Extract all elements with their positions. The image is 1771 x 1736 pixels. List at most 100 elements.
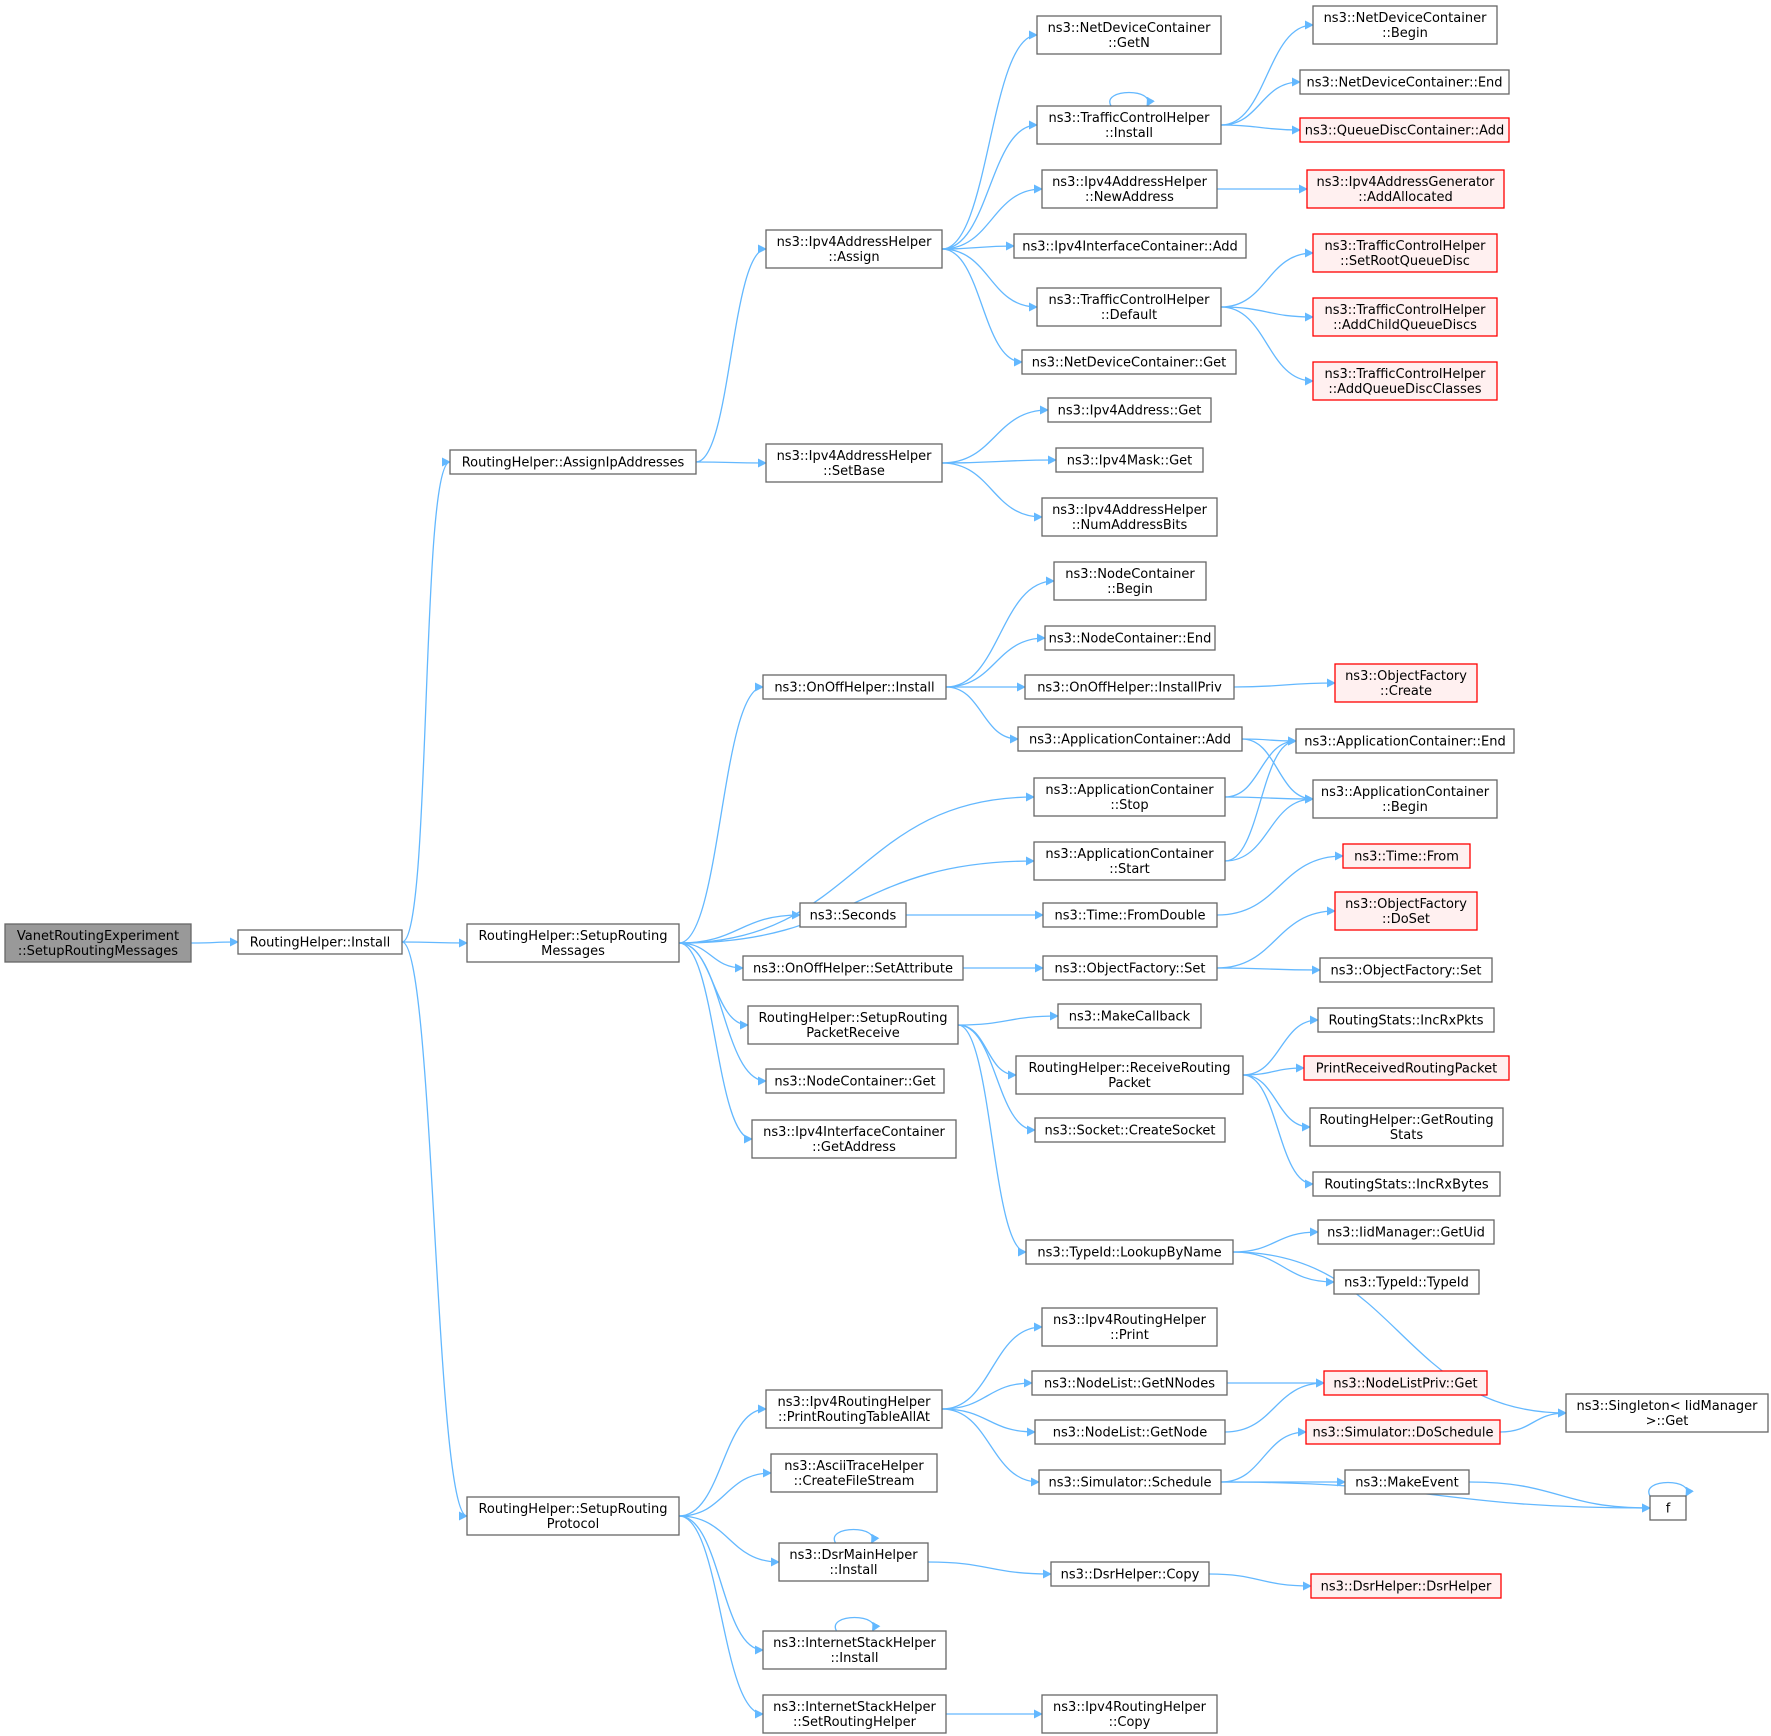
function-node-socket-create[interactable]: ns3::Socket::CreateSocket xyxy=(1034,1117,1226,1143)
call-edge-line xyxy=(695,244,767,463)
function-node-ipv4rh-copy[interactable]: ns3::Ipv4RoutingHelper::Copy xyxy=(1041,1694,1218,1734)
node-label: VanetRoutingExperiment xyxy=(17,929,179,944)
function-node-printrecv[interactable]: PrintReceivedRoutingPacket xyxy=(1303,1055,1510,1081)
function-node-iidm-getuid[interactable]: ns3::IidManager::GetUid xyxy=(1317,1219,1495,1245)
call-edge xyxy=(1233,678,1336,688)
function-node-dsrmain-install[interactable]: ns3::DsrMainHelper::Install xyxy=(778,1542,929,1582)
call-edge xyxy=(941,241,1015,251)
function-node-f[interactable]: f xyxy=(1649,1495,1687,1521)
call-edge-line xyxy=(1224,794,1314,862)
function-node-ipv4ah-numbits[interactable]: ns3::Ipv4AddressHelper::NumAddressBits xyxy=(1041,497,1218,537)
function-node-ac-stop[interactable]: ns3::ApplicationContainer::Stop xyxy=(1033,777,1226,817)
call-edge xyxy=(957,1024,1017,1080)
function-node-setupmsg[interactable]: RoutingHelper::SetupRoutingMessages xyxy=(466,923,680,963)
function-node-onoff-install[interactable]: ns3::OnOffHelper::Install xyxy=(762,674,947,700)
function-node-ndc-end[interactable]: ns3::NetDeviceContainer::End xyxy=(1299,69,1510,95)
function-node-sim-schedule[interactable]: ns3::Simulator::Schedule xyxy=(1038,1469,1222,1495)
function-node-rs-incrxbytes[interactable]: RoutingStats::IncRxBytes xyxy=(1312,1171,1501,1197)
function-node-ipv4mask-get[interactable]: ns3::Ipv4Mask::Get xyxy=(1055,447,1204,473)
node-box xyxy=(1033,841,1226,881)
function-node-ndc-getn[interactable]: ns3::NetDeviceContainer::GetN xyxy=(1036,15,1222,55)
function-node-makeevent[interactable]: ns3::MakeEvent xyxy=(1344,1469,1470,1495)
call-edge-line xyxy=(1220,124,1301,135)
function-node-onoff-setattr[interactable]: ns3::OnOffHelper::SetAttribute xyxy=(742,955,964,981)
function-node-of-doset[interactable]: ns3::ObjectFactory::DoSet xyxy=(1334,891,1478,931)
node-label: ns3::QueueDiscContainer::Add xyxy=(1305,124,1505,139)
function-node-nlp-get[interactable]: ns3::NodeListPriv::Get xyxy=(1323,1370,1488,1396)
node-label: PacketReceive xyxy=(806,1026,899,1041)
function-node-root[interactable]: VanetRoutingExperiment::SetupRoutingMess… xyxy=(4,923,192,963)
function-node-ascii-create[interactable]: ns3::AsciiTraceHelper::CreateFileStream xyxy=(770,1453,938,1493)
function-node-tch-addclasses[interactable]: ns3::TrafficControlHelper::AddQueueDiscC… xyxy=(1312,361,1498,401)
function-node-ipv4rh-print[interactable]: ns3::Ipv4RoutingHelper::Print xyxy=(1041,1307,1218,1347)
function-node-nl-getnode[interactable]: ns3::NodeList::GetNode xyxy=(1034,1419,1226,1445)
function-node-sim-doschedule[interactable]: ns3::Simulator::DoSchedule xyxy=(1305,1419,1501,1445)
call-edge-line xyxy=(1241,738,1314,804)
function-node-ipv4ic-getaddr[interactable]: ns3::Ipv4InterfaceContainer::GetAddress xyxy=(751,1119,957,1159)
function-node-of-set2[interactable]: ns3::ObjectFactory::Set xyxy=(1319,957,1493,983)
function-node-nl-getnnodes[interactable]: ns3::NodeList::GetNNodes xyxy=(1031,1370,1228,1396)
function-node-tch-install[interactable]: ns3::TrafficControlHelper::Install xyxy=(1036,105,1222,145)
function-node-of-set[interactable]: ns3::ObjectFactory::Set xyxy=(1042,955,1218,981)
function-node-ndc-begin[interactable]: ns3::NetDeviceContainer::Begin xyxy=(1312,5,1498,45)
function-node-ipv4ag-alloc[interactable]: ns3::Ipv4AddressGenerator::AddAllocated xyxy=(1306,169,1505,209)
function-node-makecallback[interactable]: ns3::MakeCallback xyxy=(1057,1003,1202,1029)
function-node-tch-addchild[interactable]: ns3::TrafficControlHelper::AddChildQueue… xyxy=(1312,297,1498,337)
function-node-tch-setroot[interactable]: ns3::TrafficControlHelper::SetRootQueueD… xyxy=(1312,233,1498,273)
call-edge xyxy=(1216,965,1321,975)
function-node-time-fromdouble[interactable]: ns3::Time::FromDouble xyxy=(1042,902,1218,928)
call-edge-line xyxy=(1220,1481,1651,1513)
function-node-dsr-ctor[interactable]: ns3::DsrHelper::DsrHelper xyxy=(1310,1573,1502,1599)
function-node-typeid-lookup[interactable]: ns3::TypeId::LookupByName xyxy=(1025,1239,1234,1265)
node-box xyxy=(1317,1007,1495,1033)
function-node-time-from[interactable]: ns3::Time::From xyxy=(1342,843,1471,869)
node-label: ns3::Ipv4Address::Get xyxy=(1058,404,1202,419)
function-node-seconds[interactable]: ns3::Seconds xyxy=(799,902,907,928)
function-node-nc-begin[interactable]: ns3::NodeContainer::Begin xyxy=(1053,561,1207,601)
function-node-nc-end[interactable]: ns3::NodeContainer::End xyxy=(1044,625,1216,651)
function-node-ipv4ah-setbase[interactable]: ns3::Ipv4AddressHelper::SetBase xyxy=(765,443,943,483)
call-edge-line xyxy=(941,1408,1040,1487)
call-edge-line xyxy=(957,1024,1017,1080)
function-node-ipv4ic-add[interactable]: ns3::Ipv4InterfaceContainer::Add xyxy=(1013,233,1247,259)
function-node-ipv4rh-printall[interactable]: ns3::Ipv4RoutingHelper::PrintRoutingTabl… xyxy=(765,1389,943,1429)
call-edge-line xyxy=(957,1024,1027,1257)
function-node-dsr-copy[interactable]: ns3::DsrHelper::Copy xyxy=(1050,1561,1210,1587)
node-box xyxy=(1041,1694,1218,1734)
call-edge xyxy=(1648,1481,1694,1497)
function-node-ndc-get[interactable]: ns3::NetDeviceContainer::Get xyxy=(1021,349,1237,375)
call-edge xyxy=(957,1024,1036,1135)
function-node-rh-install[interactable]: RoutingHelper::Install xyxy=(237,929,403,955)
call-edge xyxy=(1224,794,1314,804)
node-label: ns3::Ipv4Mask::Get xyxy=(1067,454,1193,469)
function-node-nc-get[interactable]: ns3::NodeContainer::Get xyxy=(765,1068,945,1094)
function-node-tch-default[interactable]: ns3::TrafficControlHelper::Default xyxy=(1036,287,1222,327)
function-node-ipv4ah-newaddr[interactable]: ns3::Ipv4AddressHelper::NewAddress xyxy=(1041,169,1218,209)
function-node-of-create[interactable]: ns3::ObjectFactory::Create xyxy=(1334,663,1478,703)
function-node-rs-incrxpkts[interactable]: RoutingStats::IncRxPkts xyxy=(1317,1007,1495,1033)
function-node-ish-setrouting[interactable]: ns3::InternetStackHelper::SetRoutingHelp… xyxy=(762,1694,947,1734)
node-box xyxy=(1312,1171,1501,1197)
function-node-ac-begin[interactable]: ns3::ApplicationContainer::Begin xyxy=(1312,779,1498,819)
call-edge-line xyxy=(941,1408,1036,1437)
edge-layer xyxy=(190,20,1694,1719)
function-node-assignip[interactable]: RoutingHelper::AssignIpAddresses xyxy=(449,449,697,475)
function-node-ac-end[interactable]: ns3::ApplicationContainer::End xyxy=(1295,728,1515,754)
function-node-ipv4addr-get[interactable]: ns3::Ipv4Address::Get xyxy=(1047,397,1212,423)
call-edge xyxy=(678,682,764,944)
node-label: ::CreateFileStream xyxy=(794,1474,915,1489)
function-node-ac-add[interactable]: ns3::ApplicationContainer::Add xyxy=(1017,726,1243,752)
function-node-singleton-get[interactable]: ns3::Singleton< IidManager>::Get xyxy=(1565,1393,1769,1433)
function-node-ish-install[interactable]: ns3::InternetStackHelper::Install xyxy=(762,1630,947,1670)
call-edge xyxy=(1220,20,1314,126)
function-node-qdc-add[interactable]: ns3::QueueDiscContainer::Add xyxy=(1299,117,1510,143)
node-box xyxy=(4,923,192,963)
function-node-typeid-typeid[interactable]: ns3::TypeId::TypeId xyxy=(1333,1269,1480,1295)
function-node-ac-start[interactable]: ns3::ApplicationContainer::Start xyxy=(1033,841,1226,881)
function-node-onoff-installpriv[interactable]: ns3::OnOffHelper::InstallPriv xyxy=(1024,674,1235,700)
function-node-ipv4ah-assign[interactable]: ns3::Ipv4AddressHelper::Assign xyxy=(765,229,943,269)
